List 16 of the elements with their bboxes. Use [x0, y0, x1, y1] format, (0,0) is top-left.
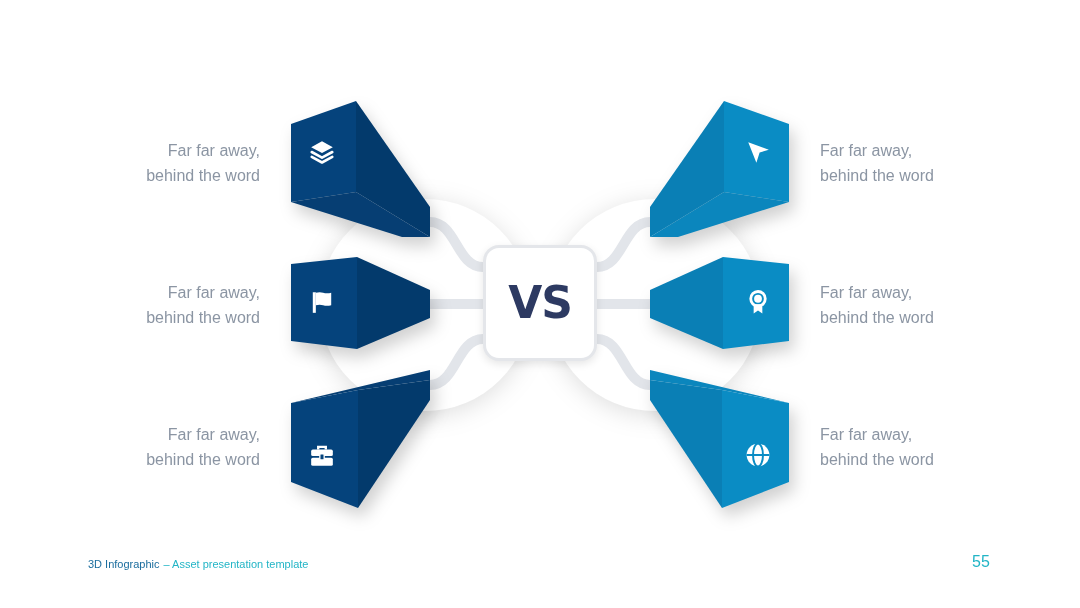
description-text: Far far away, behind the word [145, 425, 260, 470]
versus-card [483, 245, 597, 361]
connector-bar [429, 334, 484, 390]
description-text: Far far away, behind the word [820, 141, 935, 186]
connector-bar [429, 217, 484, 272]
description-text: Far far away, behind the word [145, 141, 260, 186]
description-text: Far far away, behind the word [820, 425, 935, 470]
footer-subtitle: – Asset presentation template [163, 557, 309, 571]
description-text: Far far away, behind the word [145, 283, 260, 328]
description-text: Far far away, behind the word [820, 283, 935, 328]
page-number: 55 [972, 552, 990, 572]
connector-bar [596, 334, 651, 390]
footer-title: 3D Infographic [88, 557, 160, 571]
connector-bar [597, 299, 650, 309]
connector-bar [430, 299, 483, 309]
versus-text: VS [508, 279, 572, 327]
